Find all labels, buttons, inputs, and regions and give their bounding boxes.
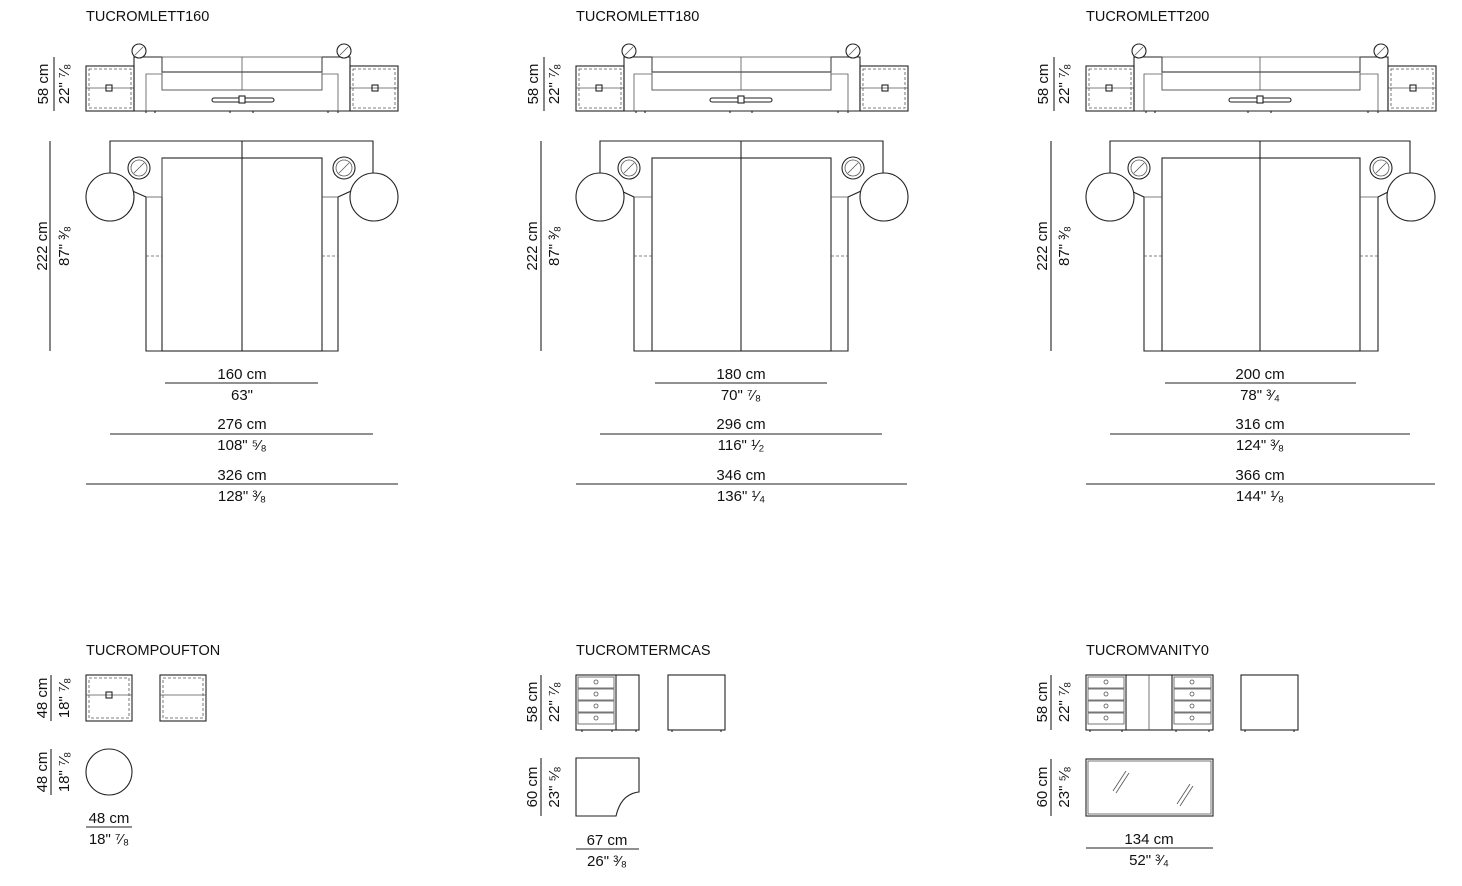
bed-160-plan bbox=[85, 140, 399, 352]
bed-200-width-1-inch: 78" ³⁄₄ bbox=[1240, 387, 1280, 404]
termcas-side bbox=[667, 674, 726, 732]
termcas-plan bbox=[575, 757, 640, 817]
bed-200-front-elevation bbox=[1085, 43, 1437, 113]
vanity-plan bbox=[1085, 758, 1214, 817]
vanity-width-inch: 52" ³⁄₄ bbox=[1129, 852, 1169, 869]
pouf-side bbox=[159, 674, 207, 722]
bed-200-width-3-inch: 144" ¹⁄₈ bbox=[1236, 488, 1284, 505]
termcas-group: TUCROMTERMCAS 58 cm 22" ⁷⁄₈ 60 cm 23 bbox=[524, 643, 726, 870]
bed-160-width-1-cm: 160 cm bbox=[217, 366, 266, 383]
vanity-side bbox=[1240, 674, 1299, 732]
bed-200-front-height-cm: 58 cm bbox=[1035, 64, 1052, 105]
vanity-title: TUCROMVANITY0 bbox=[1086, 643, 1209, 659]
bed-200-plan bbox=[1085, 140, 1436, 352]
bed-160-plan-depth-inch: 87" ³⁄₈ bbox=[56, 226, 73, 266]
bed-160-front-height-inch: 22" ⁷⁄₈ bbox=[56, 64, 73, 104]
bed-200-group: TUCROMLETT200 bbox=[1034, 9, 1437, 505]
bed-180-width-2-cm: 296 cm bbox=[716, 416, 765, 433]
termcas-height-inch: 22" ⁷⁄₈ bbox=[546, 682, 563, 722]
bed-160-front-height-cm: 58 cm bbox=[35, 64, 52, 105]
bed-160-front-elevation bbox=[85, 43, 399, 113]
bed-200-title: TUCROMLETT200 bbox=[1086, 9, 1209, 25]
bed-160-title: TUCROMLETT160 bbox=[86, 9, 209, 25]
pouf-title: TUCROMPOUFTON bbox=[86, 643, 220, 659]
bed-180-group: TUCROMLETT180 bbox=[524, 9, 909, 505]
bed-180-plan bbox=[575, 140, 909, 352]
pouf-plan-depth-cm: 48 cm bbox=[34, 752, 51, 793]
pouf-plan bbox=[85, 748, 133, 796]
termcas-plan-depth-cm: 60 cm bbox=[524, 767, 541, 808]
termcas-title: TUCROMTERMCAS bbox=[576, 643, 711, 659]
vanity-front bbox=[1085, 674, 1214, 732]
bed-200-width-1-cm: 200 cm bbox=[1235, 366, 1284, 383]
bed-160-width-2-inch: 108" ⁵⁄₈ bbox=[217, 437, 266, 454]
bed-180-plan-depth-inch: 87" ³⁄₈ bbox=[546, 226, 563, 266]
vanity-plan-depth-inch: 23" ⁵⁄₈ bbox=[1056, 766, 1073, 807]
termcas-height-cm: 58 cm bbox=[524, 682, 541, 723]
bed-200-width-2-inch: 124" ³⁄₈ bbox=[1236, 437, 1284, 454]
bed-180-front-height-cm: 58 cm bbox=[525, 64, 542, 105]
bed-200-width-2-cm: 316 cm bbox=[1235, 416, 1284, 433]
bed-160-plan-depth-cm: 222 cm bbox=[34, 221, 51, 270]
bed-180-front-height-inch: 22" ⁷⁄₈ bbox=[546, 64, 563, 104]
termcas-width-cm: 67 cm bbox=[587, 832, 628, 849]
pouf-group: TUCROMPOUFTON 48 cm 18" ⁷⁄₈ 48 cm 18" ⁷⁄… bbox=[34, 643, 220, 848]
pouf-front bbox=[85, 674, 133, 722]
vanity-width-cm: 134 cm bbox=[1124, 831, 1173, 848]
bed-180-title: TUCROMLETT180 bbox=[576, 9, 699, 25]
termcas-width-inch: 26" ³⁄₈ bbox=[587, 853, 627, 870]
bed-200-plan-depth-inch: 87" ³⁄₈ bbox=[1056, 226, 1073, 266]
vanity-height-inch: 22" ⁷⁄₈ bbox=[1056, 682, 1073, 722]
bed-160-width-3-inch: 128" ³⁄₈ bbox=[218, 488, 266, 505]
vanity-group: TUCROMVANITY0 bbox=[1034, 643, 1299, 869]
bed-200-front-height-inch: 22" ⁷⁄₈ bbox=[1056, 64, 1073, 104]
bed-160-width-3-cm: 326 cm bbox=[217, 467, 266, 484]
bed-180-width-2-inch: 116" ¹⁄₂ bbox=[718, 437, 765, 454]
bed-200-plan-depth-cm: 222 cm bbox=[1034, 221, 1051, 270]
pouf-plan-depth-inch: 18" ⁷⁄₈ bbox=[56, 752, 73, 792]
bed-180-width-3-cm: 346 cm bbox=[716, 467, 765, 484]
bed-180-width-1-inch: 70" ⁷⁄₈ bbox=[721, 387, 761, 404]
bed-180-front-elevation bbox=[575, 43, 909, 113]
pouf-width-cm: 48 cm bbox=[89, 810, 130, 827]
bed-180-width-1-cm: 180 cm bbox=[716, 366, 765, 383]
termcas-front bbox=[575, 674, 640, 732]
pouf-height-cm: 48 cm bbox=[34, 678, 51, 719]
bed-160-width-2-cm: 276 cm bbox=[217, 416, 266, 433]
vanity-height-cm: 58 cm bbox=[1034, 682, 1051, 723]
bed-160-group: TUCROMLETT160 bbox=[34, 9, 399, 505]
bed-160-width-1-inch: 63" bbox=[231, 387, 253, 404]
bed-200-width-3-cm: 366 cm bbox=[1235, 467, 1284, 484]
bed-180-plan-depth-cm: 222 cm bbox=[524, 221, 541, 270]
pouf-width-inch: 18" ⁷⁄₈ bbox=[89, 831, 129, 848]
vanity-plan-depth-cm: 60 cm bbox=[1034, 767, 1051, 808]
bed-180-width-3-inch: 136" ¹⁄₄ bbox=[717, 488, 765, 505]
pouf-height-inch: 18" ⁷⁄₈ bbox=[56, 678, 73, 718]
termcas-plan-depth-inch: 23" ⁵⁄₈ bbox=[546, 766, 563, 807]
